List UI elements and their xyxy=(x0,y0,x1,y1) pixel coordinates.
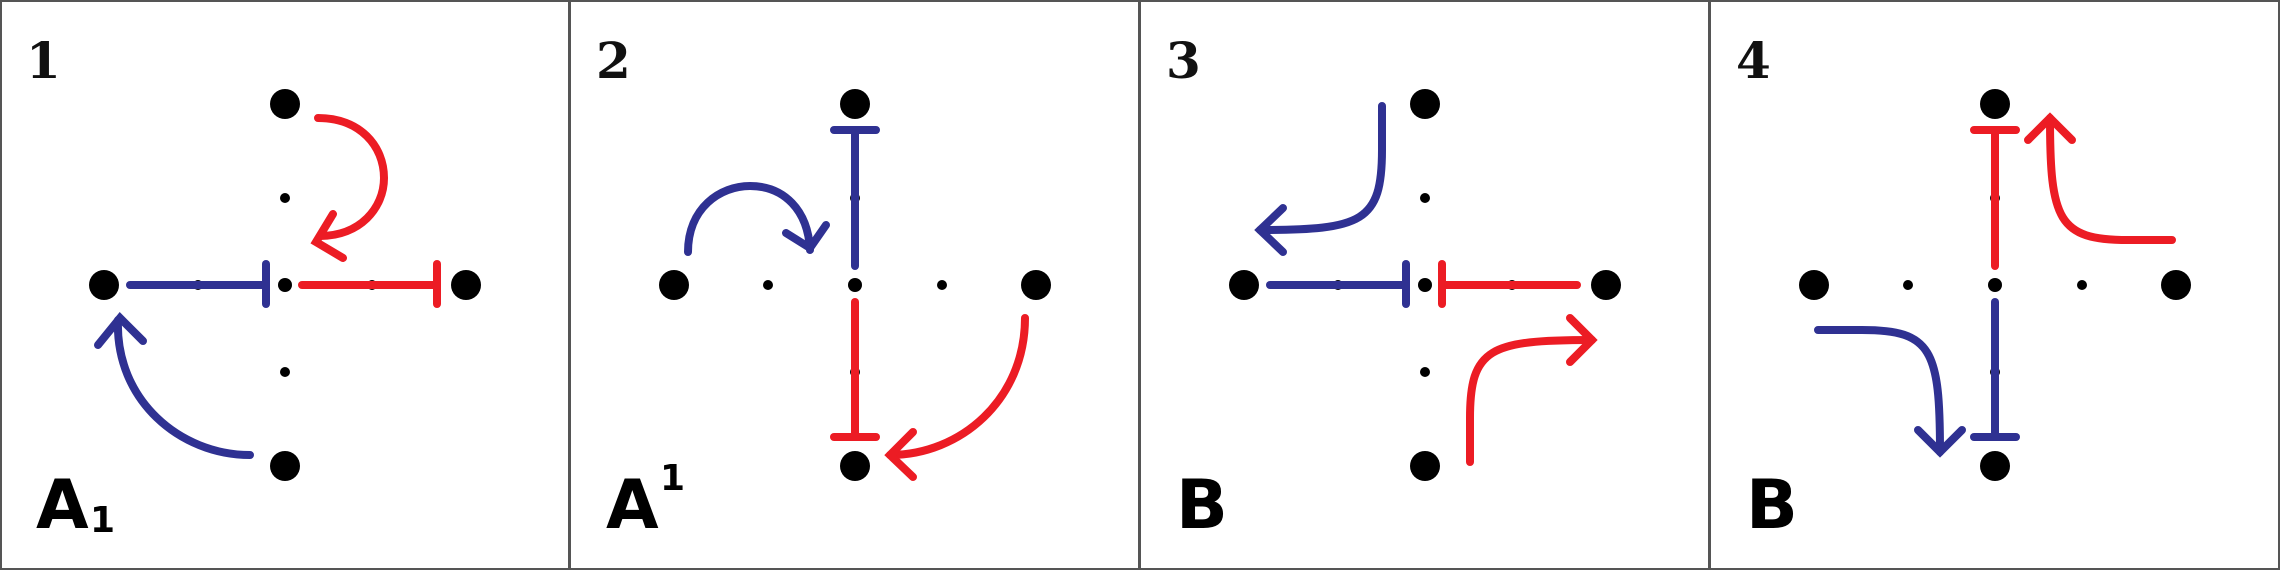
blue-curved-arrow xyxy=(684,181,830,256)
blue-bond xyxy=(830,126,880,270)
panel-label: B xyxy=(1746,466,1798,545)
panel-label: A 1 xyxy=(606,458,685,545)
panel-label: A 1 xyxy=(36,466,115,545)
red-bond xyxy=(830,298,880,441)
panel-number: 2 xyxy=(596,31,631,90)
panel-number: 4 xyxy=(1736,31,1771,90)
panel-label: B xyxy=(1176,466,1228,545)
panel-2: 2 A 1 xyxy=(569,0,1140,570)
panel-1: 1 A 1 xyxy=(0,0,570,570)
label-main: A xyxy=(36,466,89,545)
red-bond xyxy=(1438,260,1581,308)
red-curved-arrow xyxy=(884,314,1029,481)
blue-bond xyxy=(1266,260,1410,308)
red-bond xyxy=(1970,126,2020,270)
label-main: B xyxy=(1746,466,1798,545)
panel-number: 3 xyxy=(1166,31,1201,90)
panel-4: 4 B xyxy=(1709,0,2280,570)
panel-border xyxy=(1709,0,2280,570)
label-subscript: 1 xyxy=(90,500,115,541)
panel-number: 1 xyxy=(26,31,61,90)
panel-3: 3 B xyxy=(1139,0,1710,570)
blue-elbow-arrow xyxy=(1814,326,1966,458)
red-curved-arrow xyxy=(310,114,389,262)
red-elbow-arrow xyxy=(2024,112,2176,244)
label-main: A xyxy=(606,466,659,545)
blue-bond xyxy=(1970,298,2020,441)
blue-elbow-arrow xyxy=(1254,102,1386,256)
blue-bond xyxy=(126,260,270,308)
label-main: B xyxy=(1176,466,1228,545)
blue-curved-arrow xyxy=(94,312,254,459)
label-superscript: 1 xyxy=(660,458,685,499)
red-elbow-arrow xyxy=(1466,314,1598,466)
red-bond xyxy=(298,260,441,308)
